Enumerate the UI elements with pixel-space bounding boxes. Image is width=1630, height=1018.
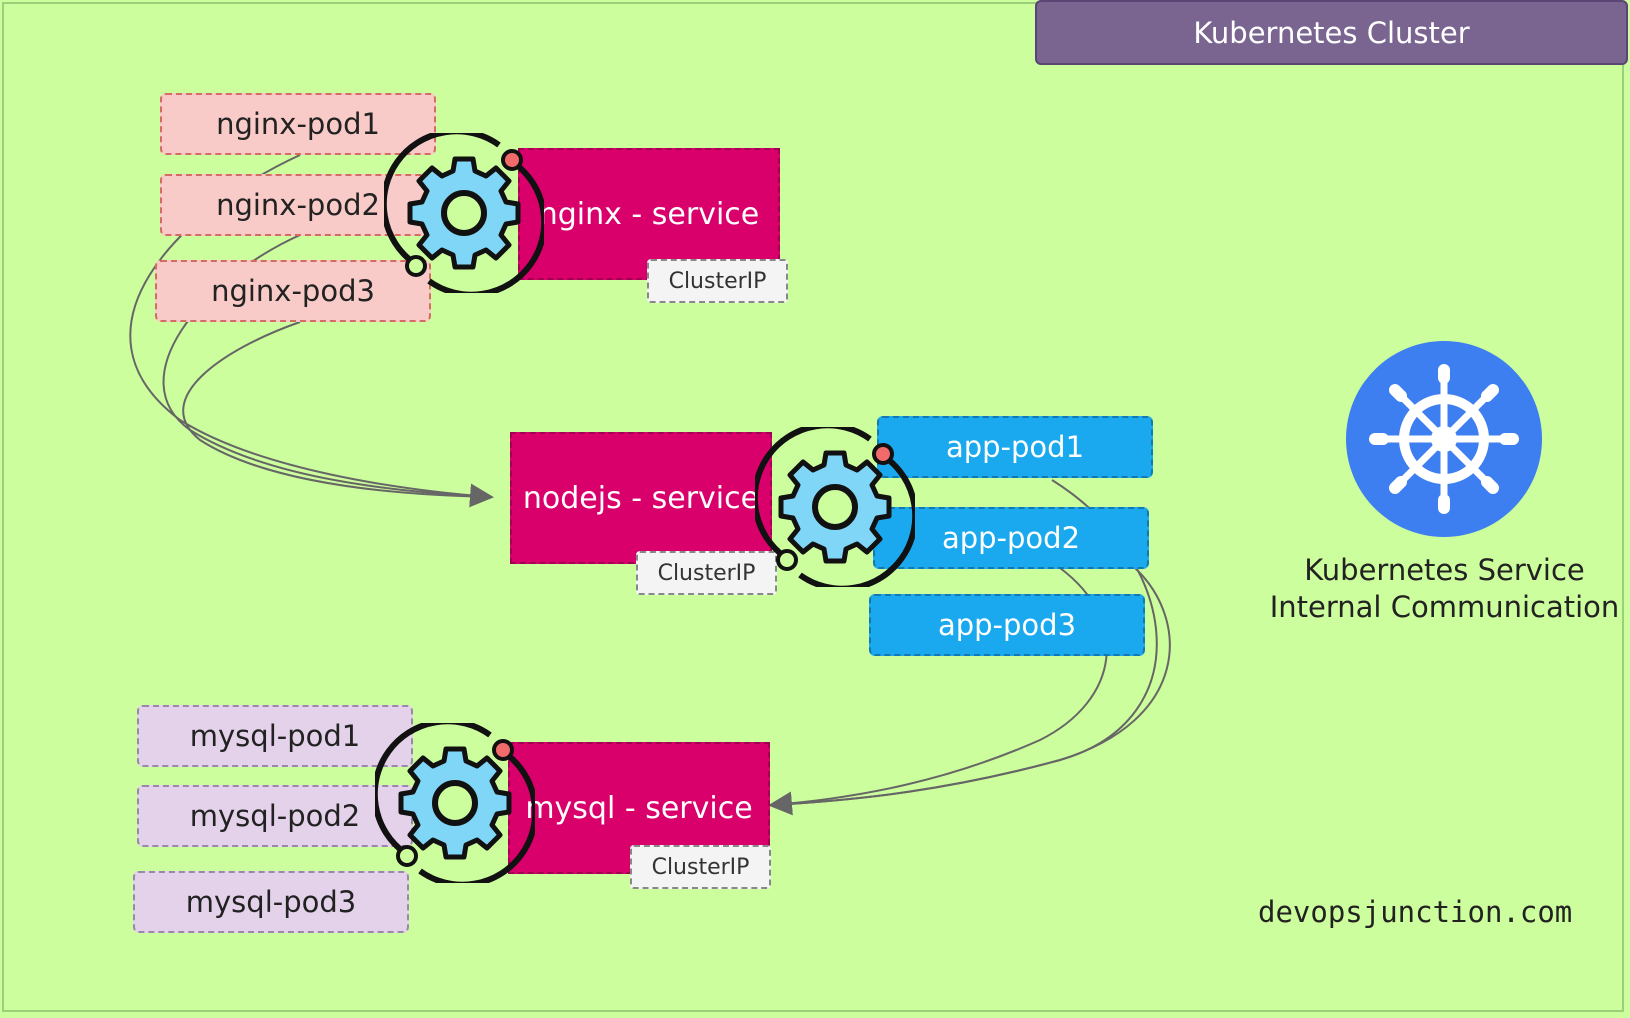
app-pod1: app-pod1: [877, 416, 1153, 478]
nodejs-service: nodejs - service: [510, 432, 772, 564]
nginx-pod1-label: nginx-pod1: [216, 107, 380, 141]
helm-wheel-icon: [1346, 341, 1542, 537]
mysql-clusterip-badge: ClusterIP: [630, 845, 771, 889]
mysql-service-gear-icon: [375, 723, 535, 883]
nodejs-clusterip-label: ClusterIP: [657, 560, 756, 586]
nginx-pod3: nginx-pod3: [155, 260, 431, 322]
legend-caption: Kubernetes Service Internal Communicatio…: [1262, 552, 1627, 626]
app-pod3-label: app-pod3: [937, 608, 1077, 642]
edge-app-pod2-to-mysql: [771, 567, 1171, 806]
mysql-pod3-label: mysql-pod3: [185, 885, 357, 919]
app-pod3: app-pod3: [869, 594, 1145, 656]
app-pod2: app-pod2: [873, 507, 1149, 569]
edge-nginx-pod3-to-nodejs: [182, 321, 491, 498]
nodejs-clusterip-badge: ClusterIP: [636, 551, 777, 595]
nginx-service: nginx - service: [518, 148, 780, 280]
nginx-pod1: nginx-pod1: [160, 93, 436, 155]
app-pod1-label: app-pod1: [945, 430, 1085, 464]
nginx-service-label: nginx - service: [538, 196, 760, 232]
mysql-pod3: mysql-pod3: [133, 871, 409, 933]
mysql-pod1-label: mysql-pod1: [189, 719, 361, 753]
nginx-pod3-label: nginx-pod3: [211, 274, 375, 308]
legend-line1: Kubernetes Service: [1304, 553, 1585, 587]
nginx-clusterip-badge: ClusterIP: [647, 259, 788, 303]
nginx-clusterip-label: ClusterIP: [668, 268, 767, 294]
mysql-service-label: mysql - service: [525, 790, 753, 826]
nginx-pod2-label: nginx-pod2: [216, 188, 380, 222]
mysql-pod1: mysql-pod1: [137, 705, 413, 767]
app-pod2-label: app-pod2: [941, 521, 1081, 555]
mysql-clusterip-label: ClusterIP: [651, 854, 750, 880]
site-credit: devopsjunction.com: [1258, 895, 1573, 929]
mysql-pod2: mysql-pod2: [137, 785, 413, 847]
nginx-service-gear-icon: [384, 133, 544, 293]
cluster-banner: Kubernetes Cluster: [1035, 0, 1628, 65]
nodejs-service-gear-icon: [755, 427, 915, 587]
mysql-pod2-label: mysql-pod2: [189, 799, 361, 833]
nodejs-service-label: nodejs - service: [522, 480, 760, 516]
cluster-title: Kubernetes Cluster: [1193, 15, 1470, 50]
legend-line2: Internal Communication: [1269, 590, 1620, 624]
